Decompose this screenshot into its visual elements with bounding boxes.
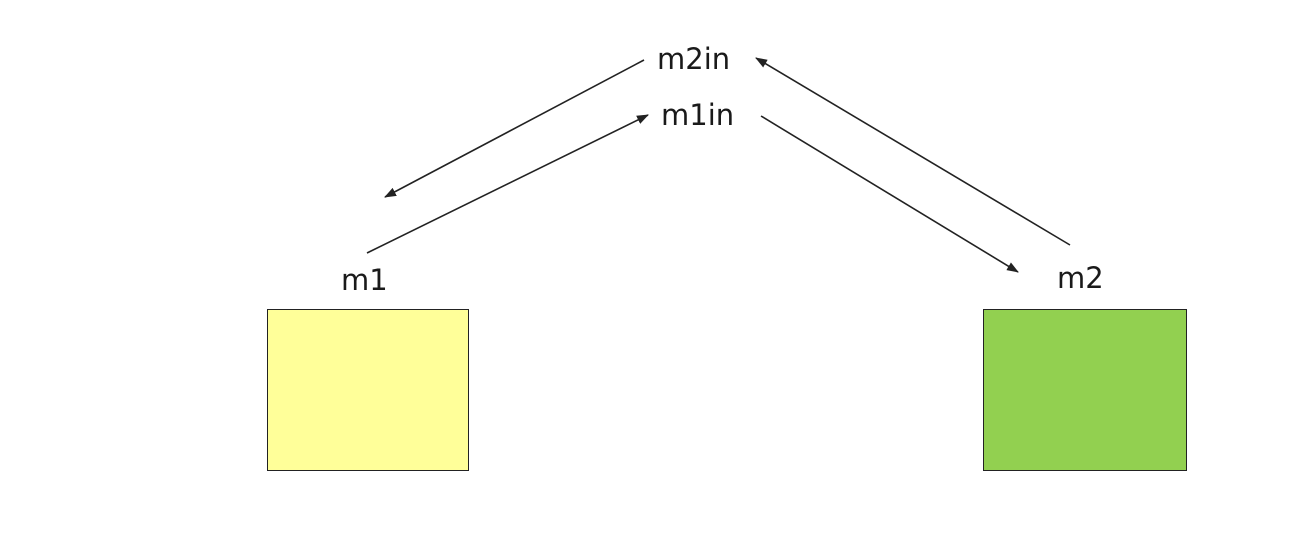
arrow-m1in-to-m2 xyxy=(760,115,1019,273)
node-box-m2 xyxy=(983,309,1187,471)
label-m1in: m1in xyxy=(661,98,735,132)
node-box-m1 xyxy=(267,309,469,471)
arrow-m2-to-m2in xyxy=(755,57,1071,246)
label-m2: m2 xyxy=(1057,261,1104,295)
arrow-m1-to-m1in xyxy=(366,114,649,254)
label-m2in: m2in xyxy=(657,42,731,76)
arrow-m2in-to-m1 xyxy=(384,59,645,198)
label-m1: m1 xyxy=(341,263,388,297)
